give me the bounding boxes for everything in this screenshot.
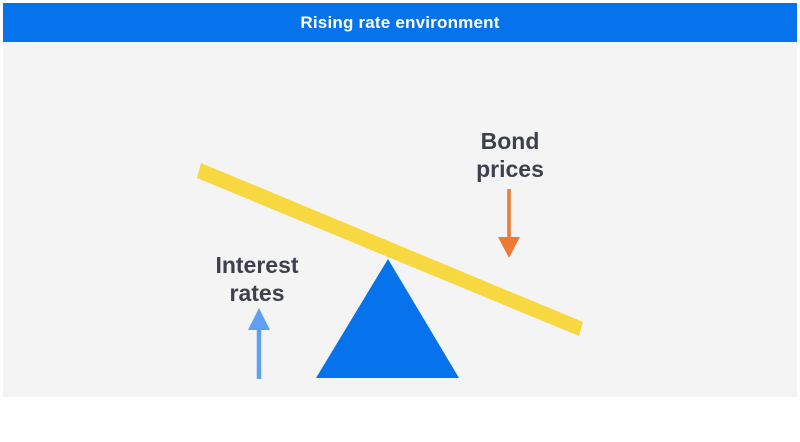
- up-arrow-icon: [248, 308, 270, 379]
- fulcrum-triangle: [316, 259, 459, 378]
- seesaw-diagram: [197, 163, 583, 379]
- seesaw-plank: [197, 163, 583, 336]
- down-arrow-icon: [498, 189, 520, 258]
- down-arrow-head: [498, 237, 520, 258]
- page-title: Rising rate environment: [300, 12, 500, 32]
- page: { "header": { "title": "Rising rate envi…: [3, 3, 797, 397]
- bond-prices-label: Bond prices: [476, 128, 544, 182]
- interest-rates-label: Interest rates: [215, 252, 299, 306]
- header-bar: Rising rate environment: [3, 3, 797, 42]
- up-arrow-head: [248, 308, 270, 330]
- diagram-canvas: Interest rates Bond prices: [3, 42, 797, 397]
